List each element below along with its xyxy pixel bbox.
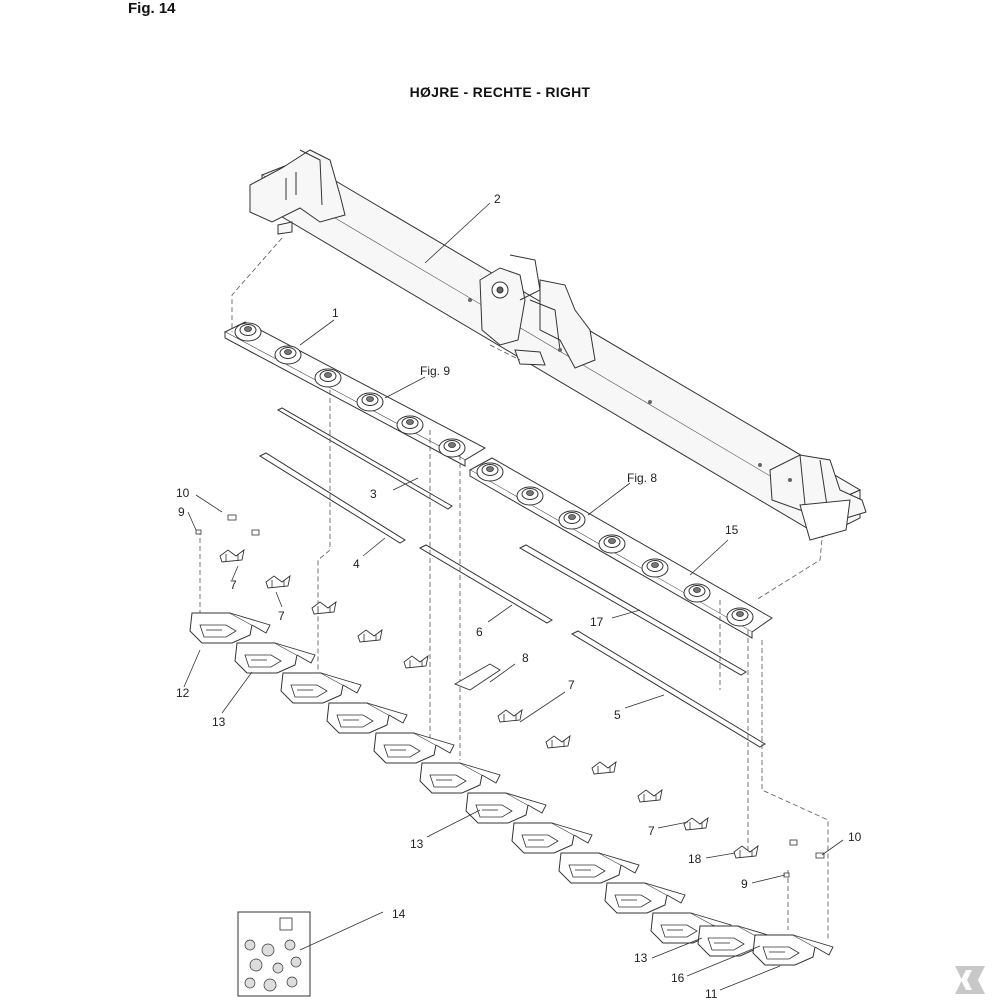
callout-7: 7	[278, 609, 285, 623]
callout-8: 8	[522, 651, 529, 665]
figure-label: Fig. 14	[128, 0, 176, 17]
callout-12: 12	[176, 686, 190, 700]
leader-lines	[183, 202, 844, 991]
callout-10: 10	[848, 830, 862, 844]
callout-fig9: Fig. 9	[420, 364, 450, 378]
callout-18: 18	[688, 852, 702, 866]
callout-14: 14	[392, 907, 406, 921]
callout-4: 4	[353, 557, 360, 571]
callout-9: 9	[178, 505, 185, 519]
beam-holes	[468, 298, 792, 482]
wear-strips	[258, 407, 766, 748]
cutterbar-section-1	[223, 321, 487, 467]
callout-1: 1	[332, 306, 339, 320]
callout-17: 17	[590, 615, 604, 629]
small-pins	[195, 514, 825, 878]
callout-13: 13	[634, 951, 648, 965]
assembly-dash-lines	[199, 237, 829, 940]
hardware-bag	[237, 911, 311, 997]
callout-7: 7	[648, 824, 655, 838]
callout-2: 2	[494, 192, 501, 206]
callout-9: 9	[741, 877, 748, 891]
callout-7: 7	[230, 578, 237, 592]
view-title: HØJRE - RECHTE - RIGHT	[409, 84, 591, 100]
main-frame-beam	[249, 149, 867, 541]
callout-fig8: Fig. 8	[627, 471, 657, 485]
callout-11: 11	[705, 987, 718, 1000]
callout-5: 5	[614, 708, 621, 722]
callout-7: 7	[568, 678, 575, 692]
cutterbar-section-2	[468, 457, 773, 639]
callout-6: 6	[476, 625, 483, 639]
callout-13: 13	[410, 837, 424, 851]
callout-15: 15	[725, 523, 739, 537]
callout-13: 13	[212, 715, 226, 729]
clip-parts	[219, 549, 759, 859]
callout-10: 10	[176, 486, 190, 500]
callout-3: 3	[370, 487, 377, 501]
callout-labels: 2 1 Fig. 9 Fig. 8 3 15 10 9 4 7 7 17 6 8…	[176, 192, 862, 1000]
callout-16: 16	[671, 971, 685, 985]
brand-logo-icon	[955, 966, 985, 994]
